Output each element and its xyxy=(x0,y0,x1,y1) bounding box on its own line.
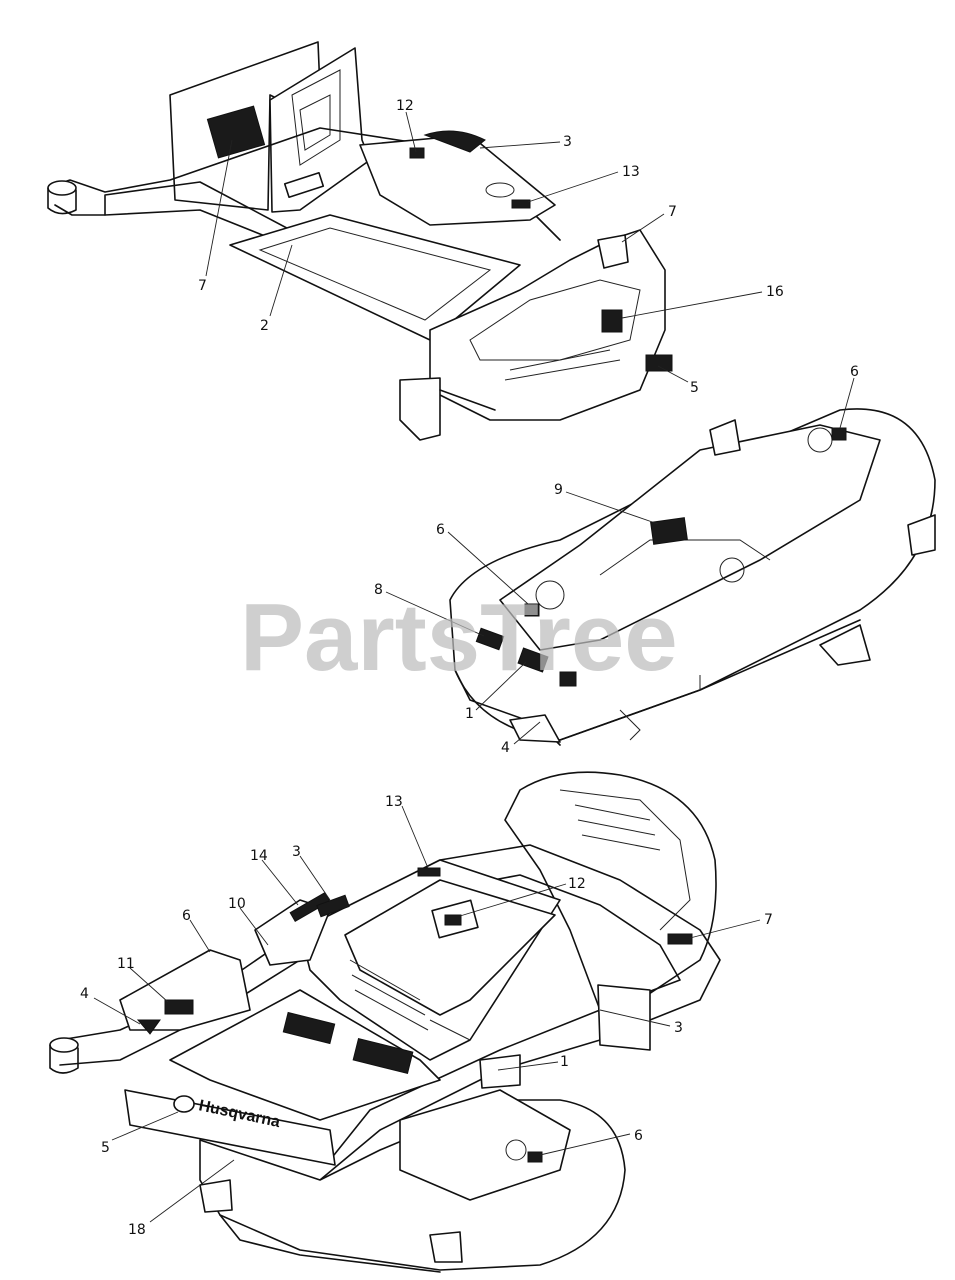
callout-label: 6 xyxy=(182,908,191,924)
callout-label: 13 xyxy=(622,164,640,180)
callout-label: 12 xyxy=(568,876,586,892)
watermark: PartsTree xyxy=(240,584,678,691)
callout-label: 1 xyxy=(560,1054,569,1070)
middle-deck-assembly xyxy=(449,408,936,746)
decal-5 xyxy=(645,354,673,372)
callout-label: 16 xyxy=(766,284,784,300)
decal-seat-panel xyxy=(206,105,266,159)
callout-label: 13 xyxy=(385,794,403,810)
decal-6-left xyxy=(524,603,540,617)
callout-label: 11 xyxy=(117,956,135,972)
decal-4 xyxy=(136,1019,161,1035)
callout-label: 4 xyxy=(80,986,89,1002)
decal-12 xyxy=(444,914,462,926)
decal-11 xyxy=(164,999,194,1015)
front-pivot-tube xyxy=(47,180,77,196)
callout-label: 1 xyxy=(465,706,474,722)
decal-6-bottom xyxy=(527,1151,543,1163)
decal-7 xyxy=(667,933,693,945)
decal-14 xyxy=(289,891,331,923)
decal-floor-right xyxy=(352,1037,414,1075)
decal-8 xyxy=(475,627,505,651)
callout-label: 7 xyxy=(764,912,773,928)
callout-label: 6 xyxy=(634,1128,643,1144)
callout-label: 12 xyxy=(396,98,414,114)
callout-label: 18 xyxy=(128,1222,146,1238)
callout-label: 3 xyxy=(674,1020,683,1036)
decal-13 xyxy=(417,867,441,877)
decal-3 xyxy=(316,894,350,918)
callout-label: 7 xyxy=(668,204,677,220)
bottom-mower-assembly: Husqvarna xyxy=(49,771,721,1273)
callout-label: 3 xyxy=(563,134,572,150)
callout-label: 9 xyxy=(554,482,563,498)
callout-label: 6 xyxy=(850,364,859,380)
front-pivot-tube-bottom xyxy=(49,1037,79,1053)
callout-label: 14 xyxy=(250,848,268,864)
callout-label: 4 xyxy=(501,740,510,756)
decal-9 xyxy=(650,517,688,545)
callout-label: 5 xyxy=(690,380,699,396)
decal-1 xyxy=(517,647,549,673)
callout-label: 6 xyxy=(436,522,445,538)
callout-label: 2 xyxy=(260,318,269,334)
decal-control-plate xyxy=(511,199,531,209)
decal-floor xyxy=(282,1011,336,1045)
top-frame-assembly xyxy=(47,41,673,441)
decal-6-top xyxy=(831,427,847,441)
callout-label: 7 xyxy=(198,278,207,294)
decal-16 xyxy=(601,309,623,333)
leader-lines xyxy=(93,111,855,1223)
callout-labels: 12 3 13 7 7 16 2 5 6 9 6 8 1 4 13 3 14 1… xyxy=(80,98,859,1238)
callout-label: 8 xyxy=(374,582,383,598)
callout-label: 3 xyxy=(292,844,301,860)
callout-label: 5 xyxy=(101,1140,110,1156)
callout-label: 10 xyxy=(228,896,246,912)
